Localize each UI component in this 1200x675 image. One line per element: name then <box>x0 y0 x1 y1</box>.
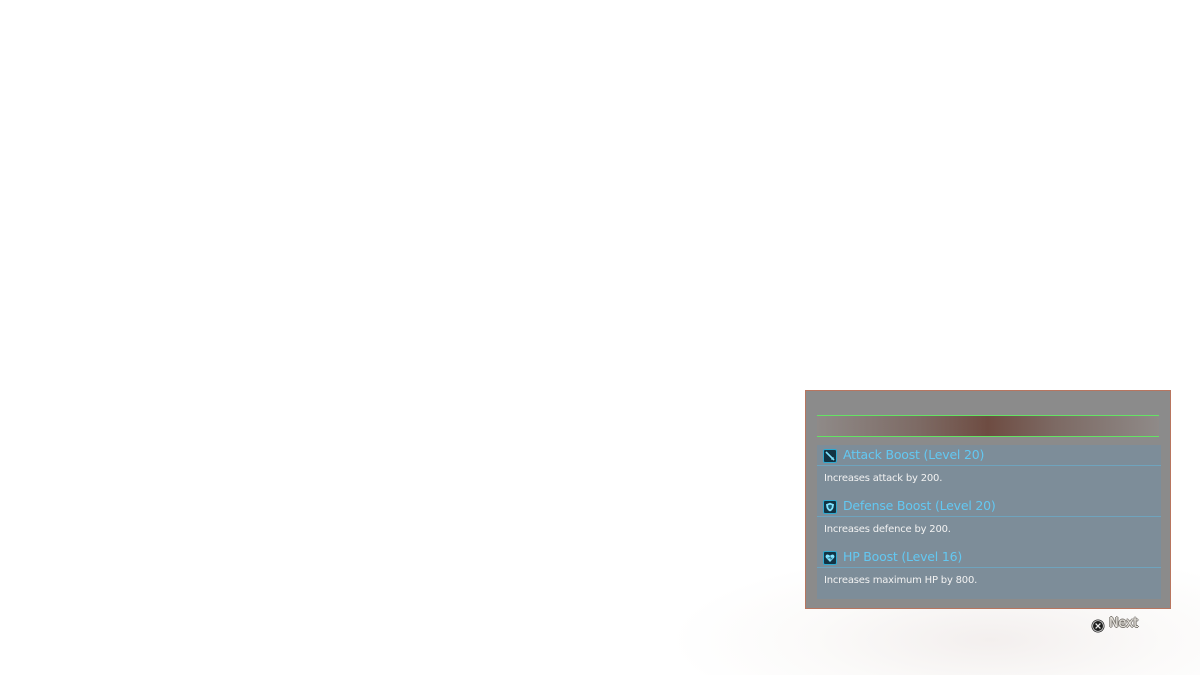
skill-title-row: HP Boost (Level 16) <box>817 547 1161 568</box>
skill-list: Attack Boost (Level 20) Increases attack… <box>817 445 1161 599</box>
next-label: Next <box>1109 616 1139 631</box>
skill-item-defense-boost: Defense Boost (Level 20) Increases defen… <box>817 496 1161 547</box>
skill-name: Defense Boost (Level 20) <box>843 498 996 513</box>
heart-icon <box>823 551 837 565</box>
sword-icon <box>823 449 837 463</box>
shield-icon <box>823 500 837 514</box>
skill-title-row: Defense Boost (Level 20) <box>817 496 1161 517</box>
skill-description: Increases attack by 200. <box>824 473 943 484</box>
skill-item-attack-boost: Attack Boost (Level 20) Increases attack… <box>817 445 1161 496</box>
skill-title-row: Attack Boost (Level 20) <box>817 445 1161 466</box>
skill-name: Attack Boost (Level 20) <box>843 447 985 462</box>
skill-panel: Attack Boost (Level 20) Increases attack… <box>805 390 1171 609</box>
next-button[interactable]: Next <box>1091 616 1151 633</box>
skill-description: Increases defence by 200. <box>824 524 951 535</box>
panel-header-bar <box>817 415 1159 437</box>
skill-item-hp-boost: HP Boost (Level 16) Increases maximum HP… <box>817 547 1161 598</box>
skill-description: Increases maximum HP by 800. <box>824 575 978 586</box>
skill-name: HP Boost (Level 16) <box>843 549 962 564</box>
cross-button-icon <box>1091 618 1105 633</box>
